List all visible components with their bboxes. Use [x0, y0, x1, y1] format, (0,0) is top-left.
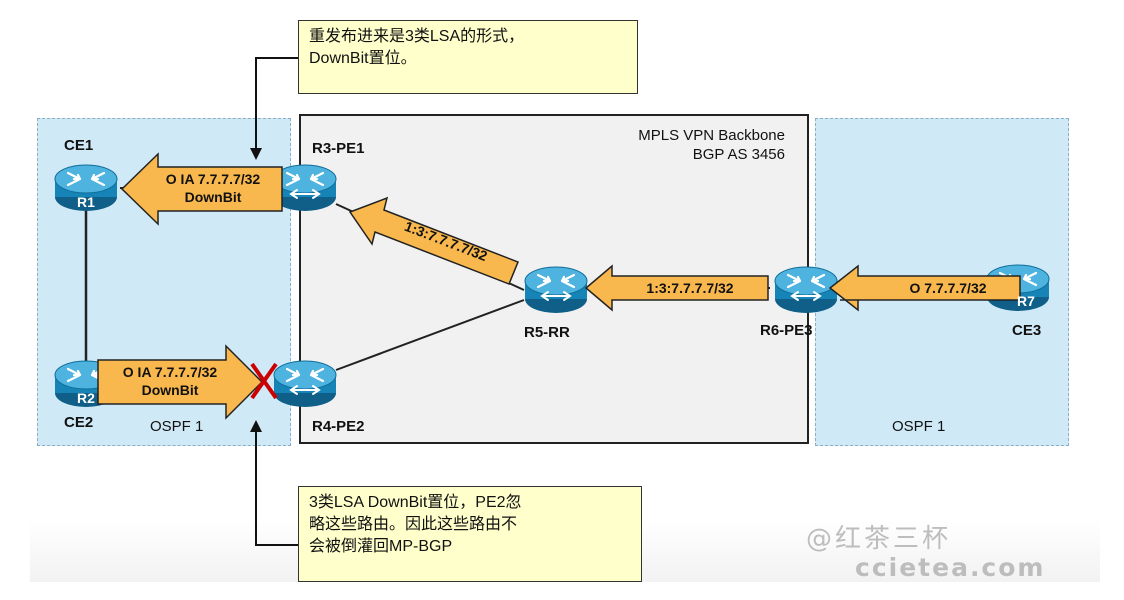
label-ce3: CE3: [1012, 322, 1042, 339]
arrow-pe1-to-ce1: [120, 152, 283, 226]
callout-bottom-line-3: 会被倒灌回MP-BGP: [309, 538, 453, 555]
arrow-ce3-to-pe3: [828, 264, 1021, 312]
router-r4-icon: [272, 359, 338, 409]
arrow-ce2-label-line1: O IA 7.7.7.7/32: [122, 364, 218, 380]
watermark-domain: ccietea.com: [855, 553, 1046, 582]
label-ce1: CE1: [64, 137, 94, 154]
callout-bottom-arrowhead: [250, 420, 262, 432]
callout-top: 重发布进来是3类LSA的形式， DownBit置位。: [298, 20, 638, 94]
callout-top-line-1: 重发布进来是3类LSA的形式，: [309, 28, 525, 45]
arrow-pe1-label: O IA 7.7.7.7/32 DownBit: [148, 170, 278, 206]
label-r5-rr: R5-RR: [524, 324, 570, 341]
ce3-icon-text: R7: [1017, 293, 1035, 309]
arrow-pe1-label-line2: DownBit: [184, 189, 242, 205]
callout-bottom-line-1: 3类LSA DownBit置位，PE2忽: [309, 494, 522, 511]
ce2-icon-text: R2: [77, 390, 95, 406]
callout-top-arrowhead: [250, 148, 262, 160]
label-r3-pe1: R3-PE1: [312, 140, 365, 157]
callout-bottom-line-2: 略这些路由。因此这些路由不: [309, 516, 518, 533]
ospf-label-left: OSPF 1: [150, 418, 204, 435]
ce1-icon-text: R1: [77, 194, 95, 210]
backbone-line-2: BGP AS 3456: [692, 146, 785, 163]
arrow-ce2-label: O IA 7.7.7.7/32 DownBit: [100, 363, 240, 399]
callout-top-line-2: DownBit置位。: [309, 50, 417, 67]
backbone-line-1: MPLS VPN Backbone: [638, 127, 785, 144]
link-pe2-rr: [335, 299, 525, 371]
arrow-ce2-to-pe2: [97, 344, 264, 420]
arrow-pe3-to-rr: [584, 264, 769, 312]
label-ce2: CE2: [64, 414, 94, 431]
ospf-label-right: OSPF 1: [892, 418, 946, 435]
router-r5-icon: [523, 265, 589, 315]
arrow-rr-to-pe1: [348, 196, 519, 285]
label-r6-pe3: R6-PE3: [760, 322, 813, 339]
backbone-title: MPLS VPN Backbone BGP AS 3456: [560, 126, 785, 164]
arrow-ce3-label: O 7.7.7.7/32: [909, 280, 987, 296]
label-r4-pe2: R4-PE2: [312, 418, 365, 435]
router-r6-icon: [773, 265, 839, 315]
arrow-pe3-label: 1:3:7.7.7.7/32: [646, 280, 734, 296]
arrow-pe1-label-line1: O IA 7.7.7.7/32: [165, 171, 261, 187]
blocked-cross-line-2: [250, 362, 278, 400]
router-r3-icon: [272, 163, 338, 213]
callout-bottom-connector: [255, 430, 298, 546]
callout-top-connector: [255, 57, 298, 150]
callout-bottom: 3类LSA DownBit置位，PE2忽 略这些路由。因此这些路由不 会被倒灌回…: [298, 486, 642, 582]
arrow-ce2-label-line2: DownBit: [141, 382, 199, 398]
watermark-handle: @红茶三杯: [806, 524, 952, 554]
